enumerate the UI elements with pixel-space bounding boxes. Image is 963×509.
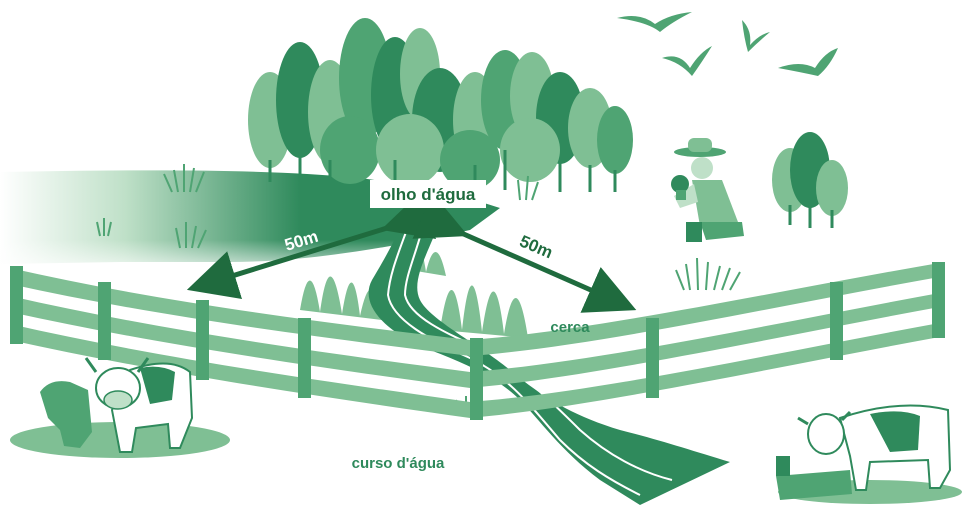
cow-drinking <box>776 406 962 505</box>
stream-label: curso d'água <box>352 455 445 472</box>
forest-cluster <box>248 18 633 192</box>
farmer-planting <box>671 138 744 242</box>
fence-label: cerca <box>550 319 590 336</box>
birds <box>617 12 838 76</box>
spring-label: olho d'água <box>381 185 476 204</box>
tree-group-right <box>772 132 848 228</box>
